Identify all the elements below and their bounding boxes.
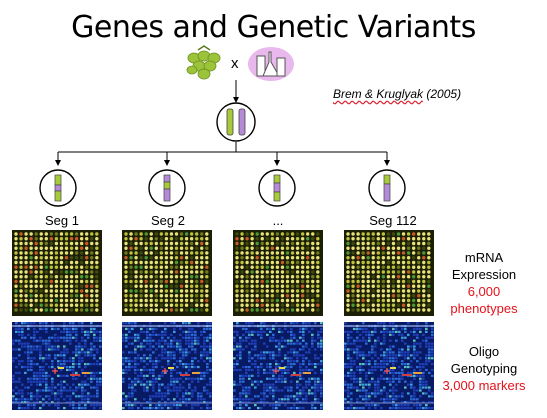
cross-symbol: x: [231, 55, 239, 72]
segregant-chromosome-2: [148, 169, 186, 207]
segregant-chromosome-1: [39, 169, 77, 207]
expression-array-3: [233, 230, 323, 316]
genotyping-array-3: [233, 322, 323, 410]
genotyping-array-4: [344, 322, 434, 410]
segregant-label-2: Seg 2: [151, 213, 185, 228]
genotyping-legend-line1: Oligo: [468, 344, 500, 359]
genotyping-array-1: [12, 322, 102, 410]
expression-array-2: [122, 230, 212, 316]
citation-year: (2005): [426, 87, 462, 101]
genotyping-array-2: [122, 322, 212, 410]
hybrid-chromosomes: [216, 102, 256, 142]
citation: Brem & Kruglyak (2005): [333, 87, 461, 101]
expression-array-1: [12, 230, 102, 316]
segregant-chromosome-3: [258, 169, 296, 207]
expression-array-4: [344, 230, 434, 316]
citation-authors: Brem & Kruglyak: [333, 87, 424, 101]
expression-legend-line2: Expression: [451, 267, 517, 282]
genotyping-legend-line2: Genotyping: [450, 361, 518, 376]
expression-legend: mRNA Expression 6,000 phenotypes: [425, 249, 543, 317]
expression-legend-count: 6,000: [467, 284, 501, 299]
genotyping-legend-count: 3,000 markers: [442, 378, 526, 393]
genotyping-legend: Oligo Genotyping 3,000 markers: [425, 343, 543, 394]
page-title: Genes and Genetic Variants: [71, 10, 476, 45]
segregant-label-3: ...: [272, 213, 284, 228]
expression-legend-unit: phenotypes: [450, 301, 518, 316]
lab-glassware-icon: [248, 47, 294, 81]
segregant-chromosome-4: [368, 169, 406, 207]
segregant-label-4: Seg 112: [369, 213, 417, 228]
segregant-label-1: Seg 1: [45, 213, 79, 228]
expression-legend-line1: mRNA: [464, 250, 504, 265]
grapes-icon: [186, 45, 221, 80]
